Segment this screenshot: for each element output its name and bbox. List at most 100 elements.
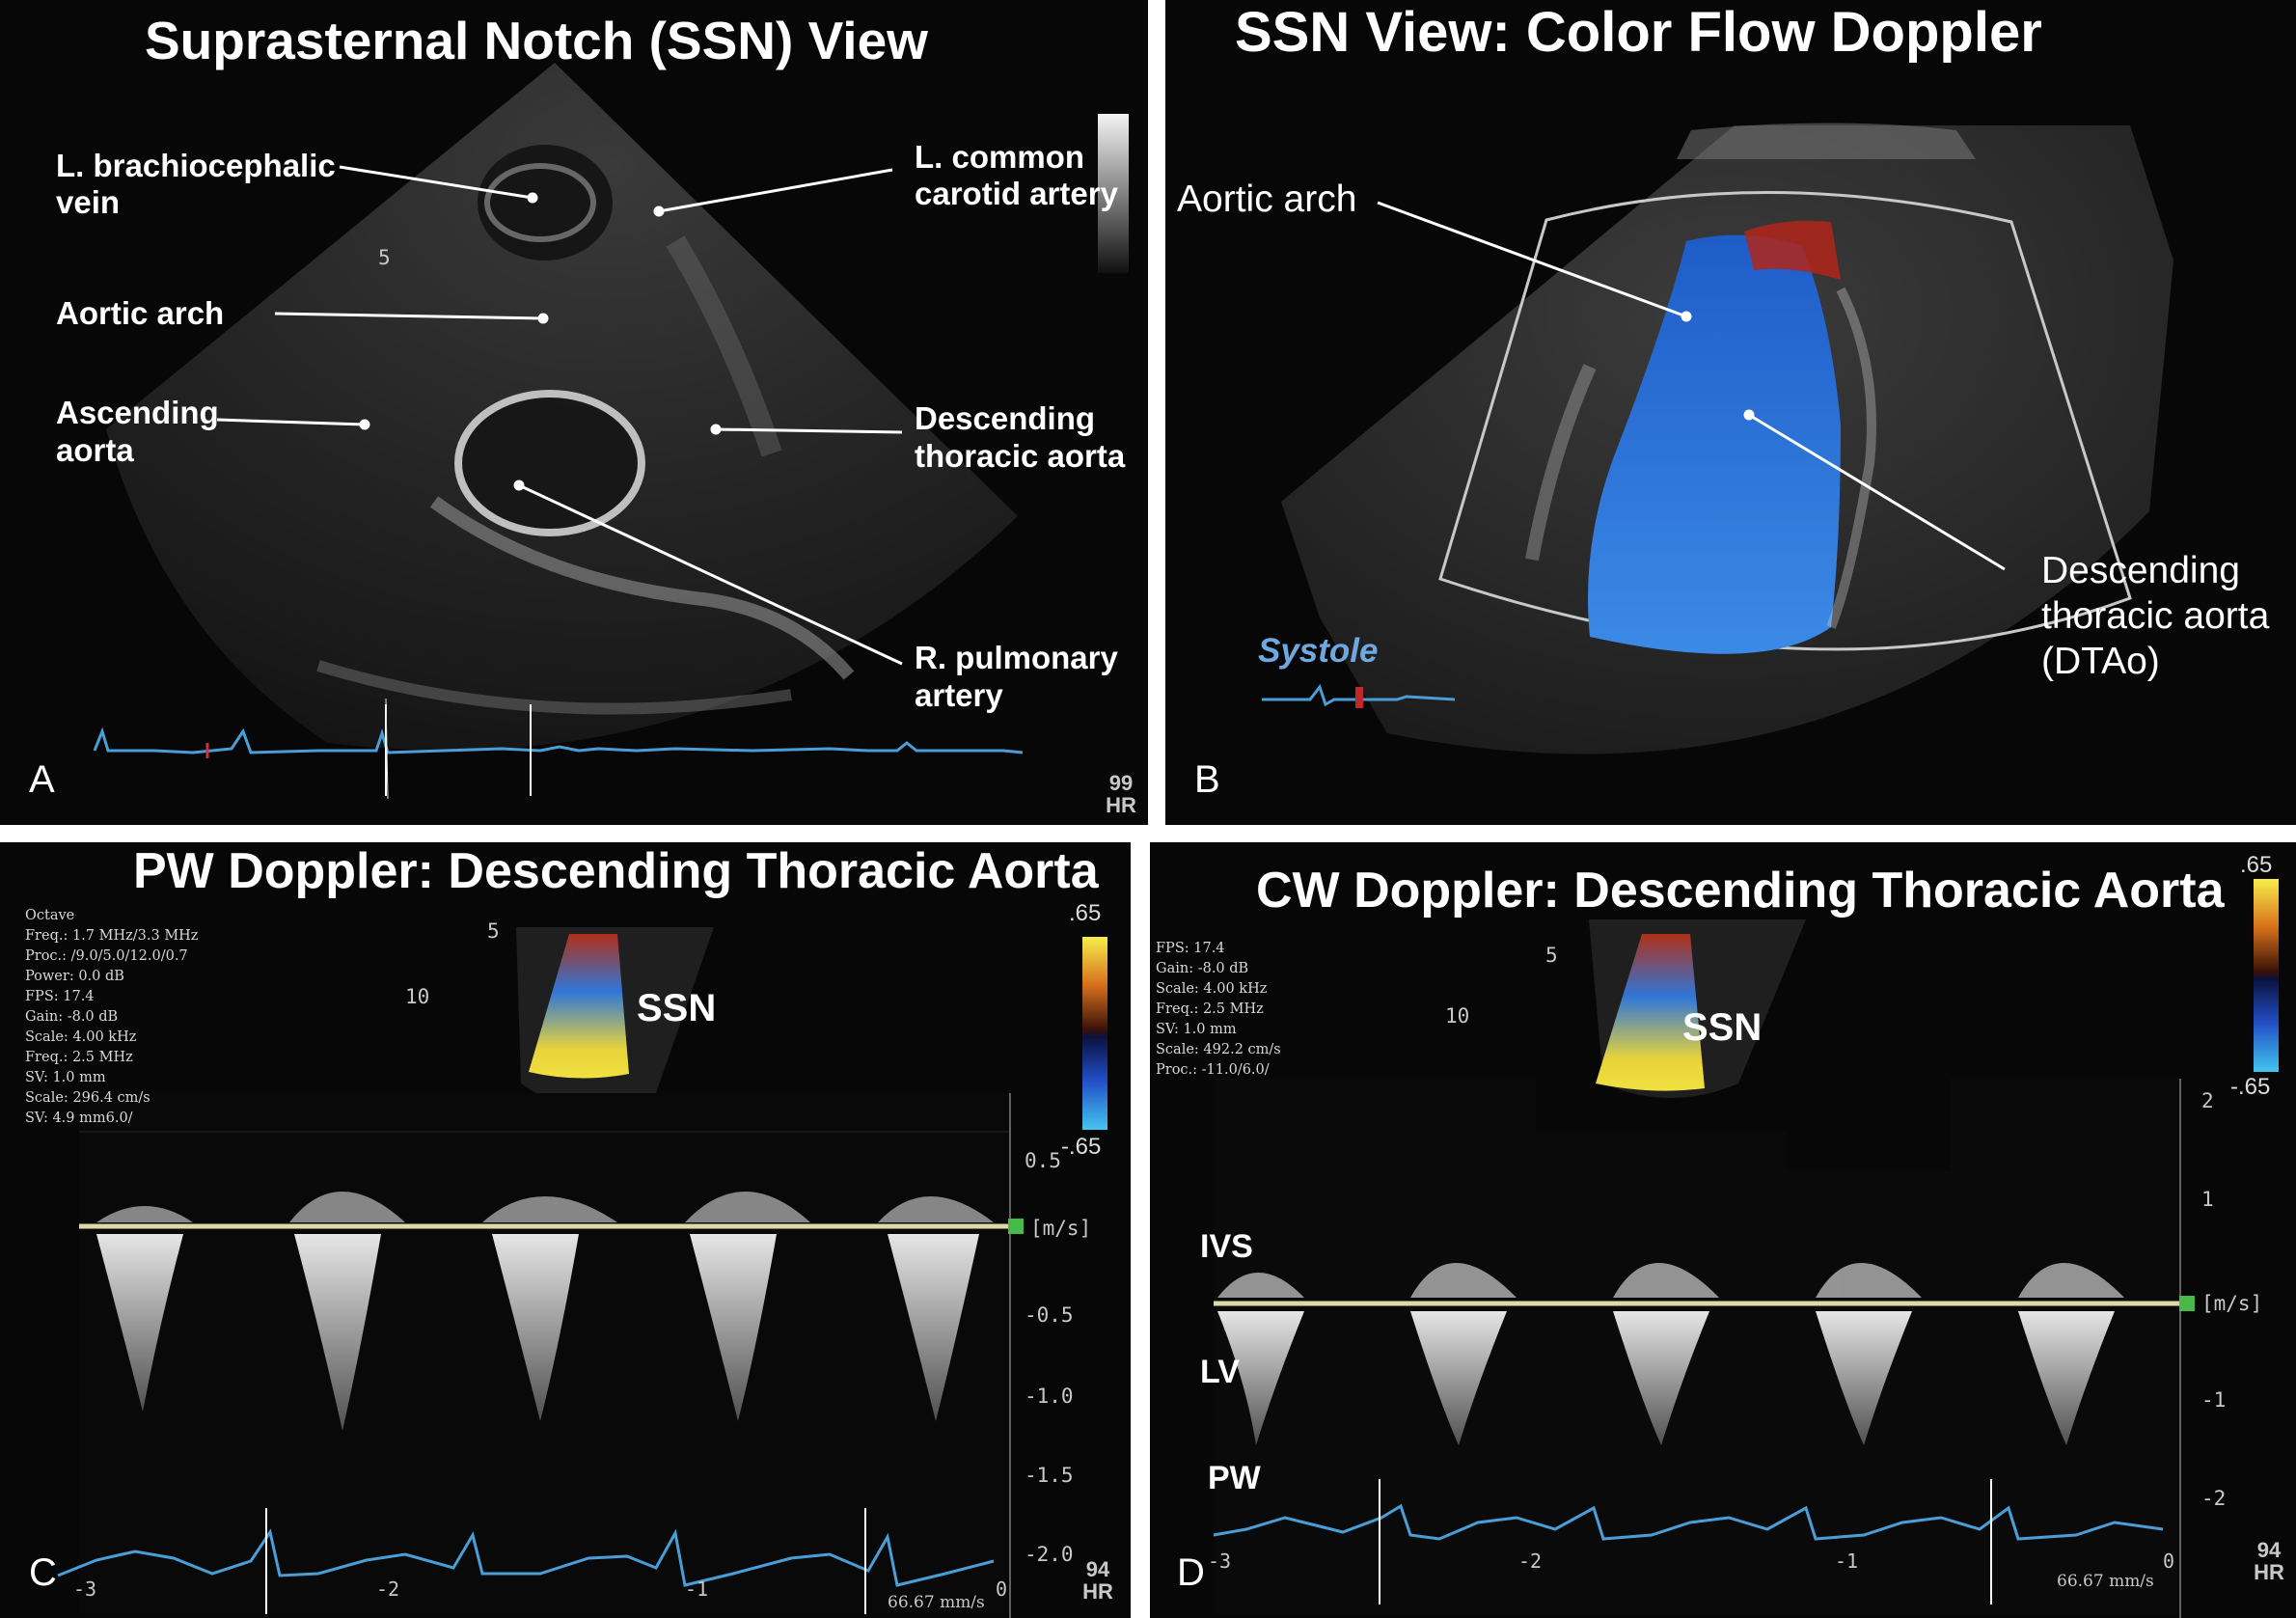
panel-d-hr-value: 94 [2256, 1538, 2282, 1562]
panel-c-color-bar [1082, 937, 1107, 1130]
panel-c-doppler-image [57, 927, 1107, 1618]
panel-c-ytick-unit: [m/s] [1030, 1217, 1092, 1240]
pw-annotation: PW [1208, 1460, 1261, 1496]
panel-a-ultrasound-image [93, 63, 1129, 800]
label-descending-aorta-1: Descending [915, 400, 1096, 436]
panel-d-title: CW Doppler: Descending Thoracic Aorta [1256, 863, 2225, 919]
panel-d-xtick-neg2: -2 [1518, 1549, 1543, 1573]
panel-c-hr-unit: HR [1082, 1579, 1113, 1604]
grayscale-bar [1098, 114, 1129, 273]
panel-c-parameters: Octave Freq.: 1.7 MHz/3.3 MHz Proc.: /9.… [25, 906, 198, 1129]
label-carotid-artery-1: L. common [915, 139, 1085, 175]
panel-d-doppler-image [1213, 879, 2279, 1618]
panel-c-ytick-neg1.5: -1.5 [1025, 1464, 1074, 1487]
panel-c-depth-10: 10 [405, 985, 430, 1008]
panel-c-ecg-trace [57, 1528, 995, 1587]
panel-a-hr-unit: HR [1106, 793, 1136, 817]
param-c-1: Freq.: 1.7 MHz/3.3 MHz [25, 928, 199, 944]
lv-annotation: LV [1200, 1354, 1240, 1390]
panel-b-ecg-trace [1262, 683, 1456, 707]
panel-d-parameters: FPS: 17.4 Gain: -8.0 dB Scale: 4.00 kHz … [1156, 939, 1281, 1081]
ivs-annotation: IVS [1200, 1228, 1253, 1265]
param-c-6: Scale: 4.00 kHz [25, 1029, 137, 1045]
panel-d-colorbar-bottom: -.65 [2230, 1074, 2271, 1100]
panel-d-xtick-0: 0 [2163, 1549, 2175, 1573]
panel-d-depth-5: 5 [1545, 944, 1558, 967]
panel-d-depth-10: 10 [1445, 1004, 1470, 1028]
panel-d-ytick-1: 1 [2201, 1188, 2214, 1211]
param-c-10: SV: 4.9 mm6.0/ [25, 1111, 133, 1126]
panel-d-ytick-neg2: -2 [2201, 1487, 2227, 1510]
panel-d-spectral-envelopes [1217, 1311, 2115, 1445]
panel-a-heart-rate: 99 HR [1098, 772, 1144, 816]
panel-b-title: SSN View: Color Flow Doppler [1235, 1, 2042, 64]
pulmonary-artery-ring [454, 390, 645, 536]
param-d-4: SV: 1.0 mm [1156, 1022, 1237, 1037]
panel-d-heart-rate: 94 HR [2246, 1539, 2292, 1583]
panel-c-pw-doppler: PW Doppler: Descending Thoracic Aorta Oc… [0, 842, 1131, 1618]
panel-c-xtick-neg1: -1 [685, 1577, 709, 1601]
param-d-5: Scale: 492.2 cm/s [1156, 1042, 1281, 1057]
panel-d-xtick-neg1: -1 [1835, 1549, 1859, 1573]
panel-c-ytick-neg2.0: -2.0 [1025, 1543, 1074, 1566]
panel-a-title: Suprasternal Notch (SSN) View [145, 11, 928, 70]
panel-d-colorbar-top: .65 [2240, 852, 2273, 878]
panel-d-ytick-neg1: -1 [2201, 1388, 2227, 1412]
label-pulmonary-artery-1: R. pulmonary [915, 640, 1118, 675]
panel-c-colorbar-bottom: -.65 [1061, 1134, 1102, 1160]
label-carotid-artery-2: carotid artery [915, 176, 1118, 211]
panel-c-letter: C [29, 1551, 57, 1594]
label-aortic-arch: Aortic arch [56, 295, 225, 331]
panel-d-hr-unit: HR [2254, 1560, 2284, 1584]
panel-c-hr-value: 94 [1085, 1557, 1110, 1581]
param-c-2: Proc.: /9.0/5.0/12.0/0.7 [25, 948, 188, 964]
param-d-1: Gain: -8.0 dB [1156, 961, 1249, 976]
panel-d-color-sector [1596, 934, 1705, 1091]
param-c-9: Scale: 296.4 cm/s [25, 1090, 150, 1106]
label-b-dtao-3: (DTAo) [2041, 641, 2160, 682]
param-c-8: SV: 1.0 mm [25, 1070, 106, 1085]
label-descending-aorta-2: thoracic aorta [915, 438, 1126, 474]
param-c-0: Octave [25, 908, 75, 923]
label-pulmonary-artery-2: artery [915, 677, 1003, 713]
panel-c-ytick-neg1.0: -1.0 [1025, 1385, 1074, 1408]
panel-d-ecg-trace [1213, 1503, 2164, 1541]
label-ascending-aorta-1: Ascending [56, 395, 219, 430]
label-b-dtao-2: thoracic aorta [2041, 595, 2270, 637]
descending-aorta-blue-flow [1588, 234, 1841, 654]
systole-label: Systole [1258, 632, 1379, 670]
panel-c-sweep-speed: 66.67 mm/s [888, 1593, 985, 1612]
param-d-2: Scale: 4.00 kHz [1156, 981, 1268, 997]
panel-a-letter: A [29, 758, 55, 801]
panel-a-hr-value: 99 [1108, 771, 1134, 795]
panel-b-letter: B [1194, 758, 1220, 801]
panel-a-ecg-trace [93, 727, 1024, 754]
param-c-5: Gain: -8.0 dB [25, 1009, 119, 1025]
param-d-0: FPS: 17.4 [1156, 941, 1225, 956]
param-c-4: FPS: 17.4 [25, 989, 95, 1004]
panel-d-ytick-2: 2 [2201, 1089, 2214, 1112]
panel-a-ssn-view: Suprasternal Notch (SSN) View L. brachio… [0, 0, 1148, 825]
panel-d-color-bar [2254, 879, 2279, 1072]
panel-c-spectral-envelopes [96, 1234, 979, 1431]
label-brachiocephalic-vein-1: L. brachiocephalic [56, 148, 336, 183]
panel-c-title: PW Doppler: Descending Thoracic Aorta [133, 843, 1099, 899]
panel-d-letter: D [1177, 1551, 1205, 1594]
panel-d-ytick-unit: [m/s] [2201, 1292, 2263, 1315]
panel-c-ytick-0.5: 0.5 [1025, 1149, 1061, 1172]
panel-d-xtick-neg3: -3 [1208, 1549, 1232, 1573]
label-b-aortic-arch: Aortic arch [1177, 178, 1357, 220]
label-b-dtao-1: Descending [2041, 550, 2240, 591]
panel-c-heart-rate: 94 HR [1075, 1558, 1121, 1603]
param-c-3: Power: 0.0 dB [25, 969, 124, 984]
panel-b-ultrasound-image [1262, 123, 2173, 754]
label-brachiocephalic-vein-2: vein [56, 184, 121, 220]
panel-b-color-flow-doppler: SSN View: Color Flow Doppler Aortic arch… [1165, 0, 2296, 825]
param-d-6: Proc.: -11.0/6.0/ [1156, 1062, 1270, 1078]
panel-a-depth-mark: 5 [378, 246, 391, 269]
panel-c-xtick-neg2: -2 [376, 1577, 400, 1601]
label-ascending-aorta-2: aorta [56, 432, 134, 468]
param-d-3: Freq.: 2.5 MHz [1156, 1001, 1264, 1017]
panel-d-ssn-label: SSN [1682, 1006, 1763, 1049]
panel-c-color-sector [529, 934, 629, 1079]
